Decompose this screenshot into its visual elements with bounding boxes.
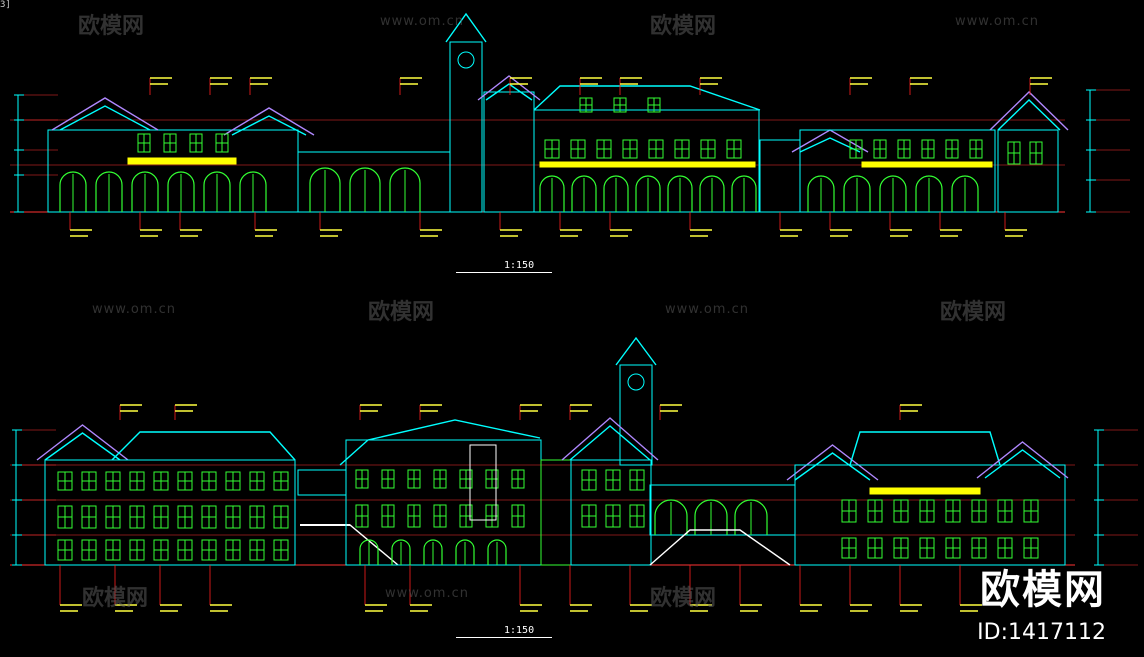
gable-roof: [989, 91, 1069, 131]
gable-roof: [976, 441, 1069, 479]
gable-roof: [51, 97, 159, 131]
arched-window: [539, 175, 565, 212]
arched-window: [843, 175, 871, 212]
arched-window: [654, 499, 688, 535]
arched-window: [131, 171, 159, 212]
arched-window: [807, 175, 835, 212]
arched-window: [603, 175, 629, 212]
balcony-rail: [127, 157, 237, 165]
facade-main-block: [533, 109, 760, 213]
scale-label-upper: 1:150: [504, 260, 535, 271]
gable-trim: [569, 425, 651, 461]
gable-roof: [561, 417, 659, 461]
clock-tower: [619, 364, 653, 466]
gable-roof: [477, 75, 541, 101]
arched-window: [359, 539, 379, 565]
arched-window: [487, 539, 507, 565]
arched-window: [389, 167, 421, 212]
facade-right-wing: [794, 464, 1066, 566]
balcony-rail: [861, 161, 993, 168]
arched-window: [734, 499, 768, 535]
arched-window: [455, 539, 475, 565]
arched-window: [879, 175, 907, 212]
facade-right-wing: [799, 129, 996, 213]
model-id: ID:1417112: [977, 620, 1106, 645]
stair: [649, 529, 791, 566]
facade-gable-block: [570, 459, 652, 566]
tower-roof: [445, 12, 487, 43]
arched-window: [95, 171, 123, 212]
scale-underline: [456, 272, 552, 273]
gable-trim: [794, 452, 871, 481]
arched-window: [59, 171, 87, 212]
arched-window: [309, 167, 341, 212]
clock-face: [627, 373, 645, 391]
building-elevation-upper: [10, 12, 1130, 237]
arched-window: [635, 175, 661, 212]
gable-roof: [36, 424, 129, 461]
arched-window: [423, 539, 443, 565]
arched-window: [391, 539, 411, 565]
gable-trim: [231, 115, 307, 136]
arched-window: [699, 175, 725, 212]
hip-roof: [339, 419, 541, 466]
scale-label-lower: 1:150: [504, 625, 535, 636]
balcony-rail: [539, 161, 756, 168]
arched-window: [731, 175, 757, 212]
arched-window: [951, 175, 979, 212]
arched-window: [571, 175, 597, 212]
hip-roof: [849, 431, 1001, 466]
arched-window: [667, 175, 693, 212]
facade-center-bay: [483, 91, 535, 213]
arcade: [649, 484, 796, 536]
arched-window: [167, 171, 195, 212]
arched-window: [915, 175, 943, 212]
hip-roof: [111, 431, 296, 461]
tower-roof: [615, 336, 657, 366]
gable-trim: [44, 432, 121, 461]
stair: [300, 524, 399, 566]
arched-window: [694, 499, 728, 535]
arched-window: [239, 171, 267, 212]
gable-trim: [59, 105, 151, 131]
glass-elevator-shaft: [540, 459, 572, 566]
terrace-rail: [297, 469, 347, 496]
gable-trim: [485, 83, 533, 101]
gable-roof: [786, 444, 879, 481]
drawing-corner-label: 3]: [0, 0, 11, 10]
facade-end-bay: [997, 129, 1059, 213]
gable-roof: [223, 107, 315, 136]
arched-window: [203, 171, 231, 212]
balcony-rail: [869, 487, 981, 495]
clock-tower: [449, 41, 483, 213]
hip-roof: [533, 85, 761, 111]
scale-underline: [456, 637, 552, 638]
corridor: [297, 151, 451, 213]
gable-trim: [997, 99, 1061, 131]
clock-face: [457, 51, 475, 69]
gable-trim: [984, 449, 1061, 479]
column-frame: [469, 444, 497, 521]
building-elevation-lower: [10, 336, 1138, 612]
arched-window: [349, 167, 381, 212]
brand-logo-text: 欧模网: [980, 567, 1106, 613]
facade-left-wing: [44, 459, 296, 566]
